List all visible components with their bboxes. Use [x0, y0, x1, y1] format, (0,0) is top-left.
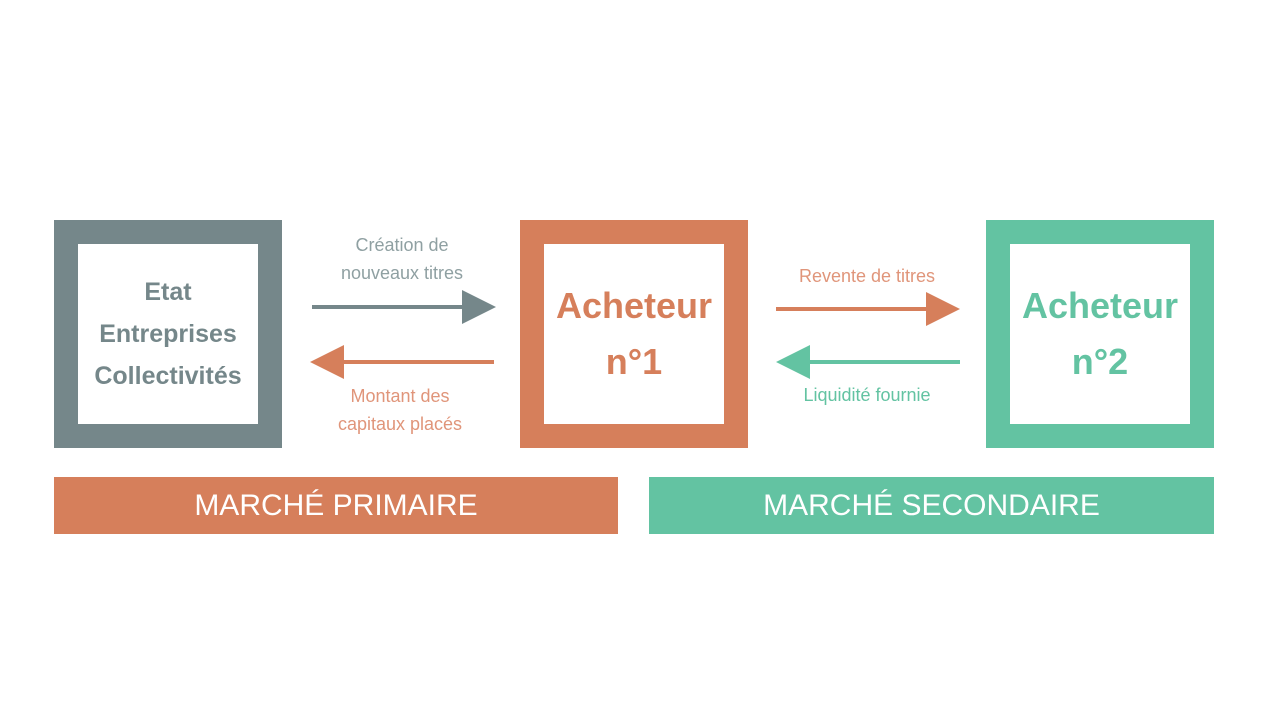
capital-label: Montant des capitaux placés: [300, 382, 500, 438]
creation-line: nouveaux titres: [340, 263, 464, 283]
buyer2-box: Acheteur n°2: [986, 220, 1214, 448]
arrow-left-icon: [776, 345, 960, 379]
secondary-market-bar: MARCHÉ SECONDAIRE: [649, 477, 1214, 534]
creation-line: Création de: [355, 235, 449, 255]
buyer2-label: Acheteur: [1021, 285, 1179, 326]
creation-label: Création de nouveaux titres: [302, 231, 502, 287]
issuer-label: Etat: [144, 278, 192, 306]
issuer-label: Collectivités: [94, 362, 242, 390]
buyer1-box: Acheteur n°1: [520, 220, 748, 448]
arrow-right-icon: [312, 290, 496, 324]
resale-label: Revente de titres: [798, 266, 936, 286]
issuer-box: Etat Entreprises Collectivités: [54, 220, 282, 448]
buyer1-label: n°1: [605, 341, 663, 382]
buyer2-label: n°2: [1071, 341, 1129, 382]
arrow-right-icon: [776, 292, 960, 326]
issuer-label: Entreprises: [99, 320, 237, 348]
primary-market-bar: MARCHÉ PRIMAIRE: [54, 477, 618, 534]
arrow-left-icon: [310, 345, 494, 379]
buyer1-label: Acheteur: [555, 285, 713, 326]
liquidity-label: Liquidité fournie: [803, 385, 931, 405]
capital-line: Montant des: [350, 386, 450, 406]
capital-line: capitaux placés: [337, 414, 463, 434]
